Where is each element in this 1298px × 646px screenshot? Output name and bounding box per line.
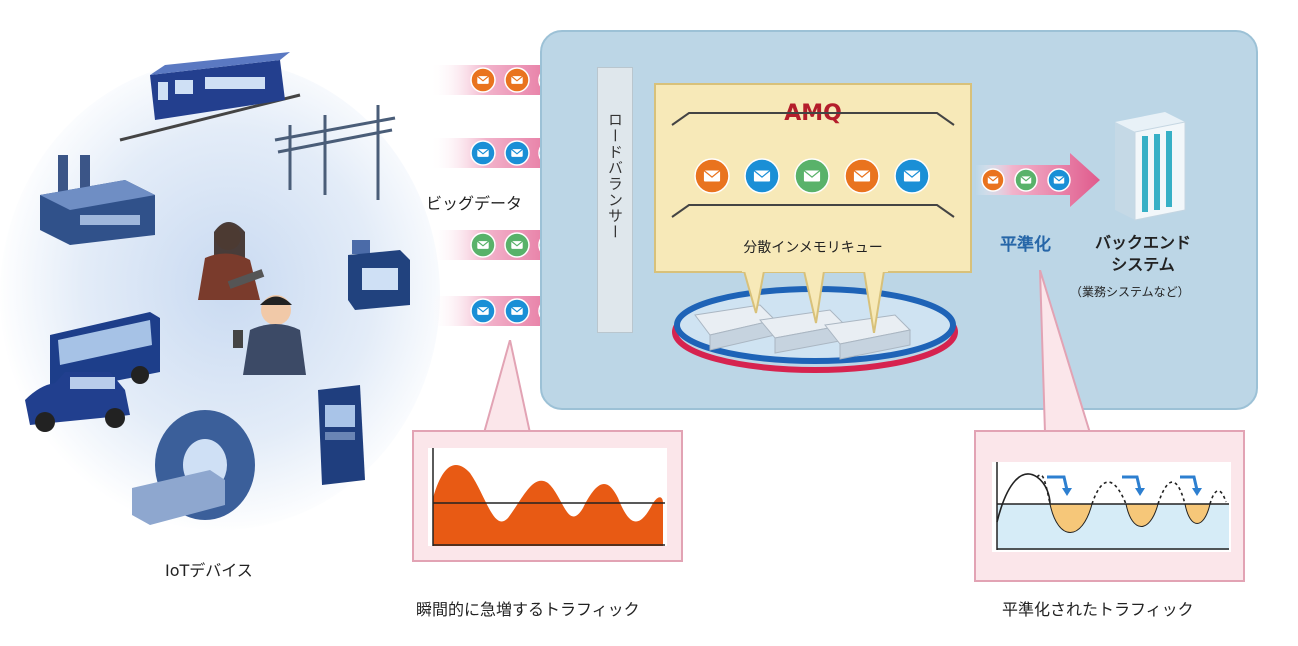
message-icon: [504, 232, 530, 258]
message-icon: [504, 67, 530, 93]
amq-cluster-ring: [672, 286, 958, 373]
output-arrow: [975, 153, 1100, 207]
spike-traffic-callout: [412, 430, 683, 562]
atm-icon: [318, 385, 365, 485]
man-phone-icon: [233, 295, 306, 375]
queue-message-icon: [694, 158, 730, 194]
big-data-label: ビッグデータ: [426, 194, 523, 213]
backend-note: （業務システムなど）: [1070, 285, 1190, 299]
woman-tablet-icon: [198, 222, 265, 300]
queue-message-icon: [744, 158, 780, 194]
backend-label: バックエンド システム: [1095, 232, 1191, 276]
queue-message-icon: [844, 158, 880, 194]
output-message-icon: [1014, 168, 1038, 192]
iot-devices-illustration: [25, 52, 410, 525]
queue-message-icon: [894, 158, 930, 194]
mri-icon: [132, 410, 255, 525]
message-icon: [470, 298, 496, 324]
queue-message-icon: [794, 158, 830, 194]
spike-traffic-graph: [432, 448, 665, 546]
output-message-icon: [1047, 168, 1071, 192]
load-balancer-label: ロードバランサー: [606, 112, 624, 240]
message-icon: [504, 298, 530, 324]
cash-register-icon: [348, 240, 410, 310]
leveled-traffic-caption: 平準化されたトラフィック: [1002, 600, 1194, 619]
backend-label-line2: システム: [1111, 255, 1175, 274]
message-icon: [504, 140, 530, 166]
car-icon: [25, 372, 130, 432]
message-icon: [470, 232, 496, 258]
leveled-traffic-callout: [974, 430, 1245, 582]
iot-devices-label: IoTデバイス: [165, 561, 253, 580]
power-pole-icon: [274, 105, 396, 200]
train-icon: [119, 52, 301, 142]
message-icon: [470, 140, 496, 166]
load-balancer: ロードバランサー: [597, 67, 633, 333]
spike-traffic-caption: 瞬間的に急増するトラフィック: [416, 600, 640, 619]
amq-subtitle: 分散インメモリキュー: [743, 240, 883, 256]
leveling-label: 平準化: [1000, 235, 1051, 255]
factory-icon: [40, 155, 155, 245]
spike-callout-tail: [482, 340, 532, 434]
leveled-callout-tail: [1039, 270, 1092, 434]
backend-label-line1: バックエンド: [1095, 233, 1192, 252]
leveled-traffic-graph: [996, 462, 1229, 550]
backend-server-icon: [1115, 112, 1186, 221]
message-icon: [470, 67, 496, 93]
output-message-icon: [981, 168, 1005, 192]
amq-decorations: [671, 112, 955, 333]
